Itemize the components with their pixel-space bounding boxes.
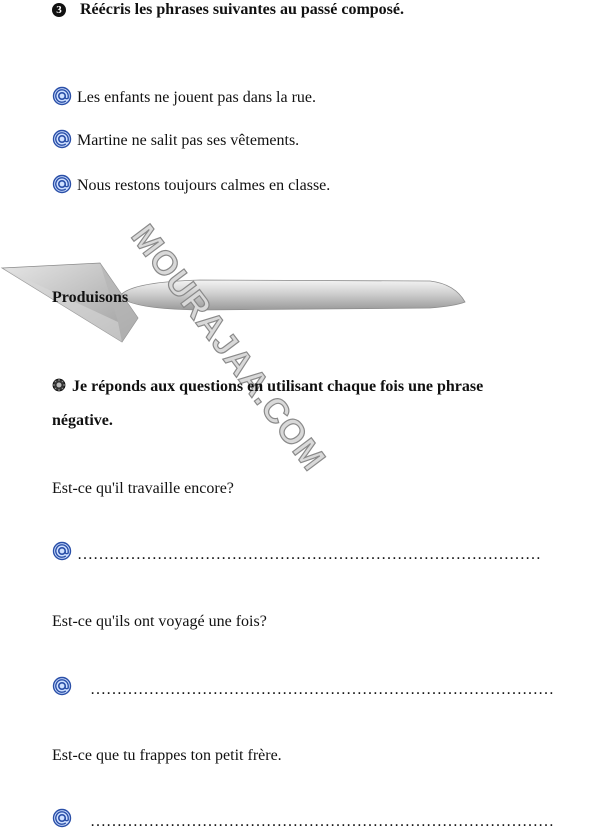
email-at-icon [52,541,72,561]
question-3: Est-ce que tu frappes ton petit frère. [52,747,282,764]
exercise-3-sentence-1: Les enfants ne jouent pas dans la rue. [77,89,317,106]
question-1: Est-ce qu'il travaille encore? [52,480,234,497]
number-3-icon: 3 [52,3,66,17]
answer-line-2[interactable]: …………………………………………………………………………… [90,681,554,698]
email-at-icon [52,676,72,696]
exercise-4-instruction-line-1: Je réponds aux questions en utilisant ch… [72,378,484,395]
exercise-3-sentence-3: Nous restons toujours calmes en classe. [77,177,331,194]
answer-line-1[interactable]: …………………………………………………………………………… [77,546,541,563]
email-at-icon [52,174,72,194]
email-at-icon [52,808,72,828]
exercise-4-instruction-line-2: négative. [52,412,113,429]
answer-line-3[interactable]: …………………………………………………………………………… [90,813,554,830]
exercise-3-sentence-2: Martine ne salit pas ses vêtements. [77,132,300,149]
exercise-3-heading: 3 Réécris les phrases suivantes au passé … [52,0,404,20]
email-at-icon [52,86,72,106]
exercise-4-instruction: Je réponds aux questions en utilisant ch… [52,377,483,397]
question-2: Est-ce qu'ils ont voyagé une fois? [52,613,267,630]
gear-bullet-icon [52,378,66,392]
svg-text:MOURAJAA.COM: MOURAJAA.COM [124,218,333,478]
email-at-icon [52,129,72,149]
section-heading: Produisons [52,289,129,306]
exercise-3-title: Réécris les phrases suivantes au passé c… [80,1,404,18]
